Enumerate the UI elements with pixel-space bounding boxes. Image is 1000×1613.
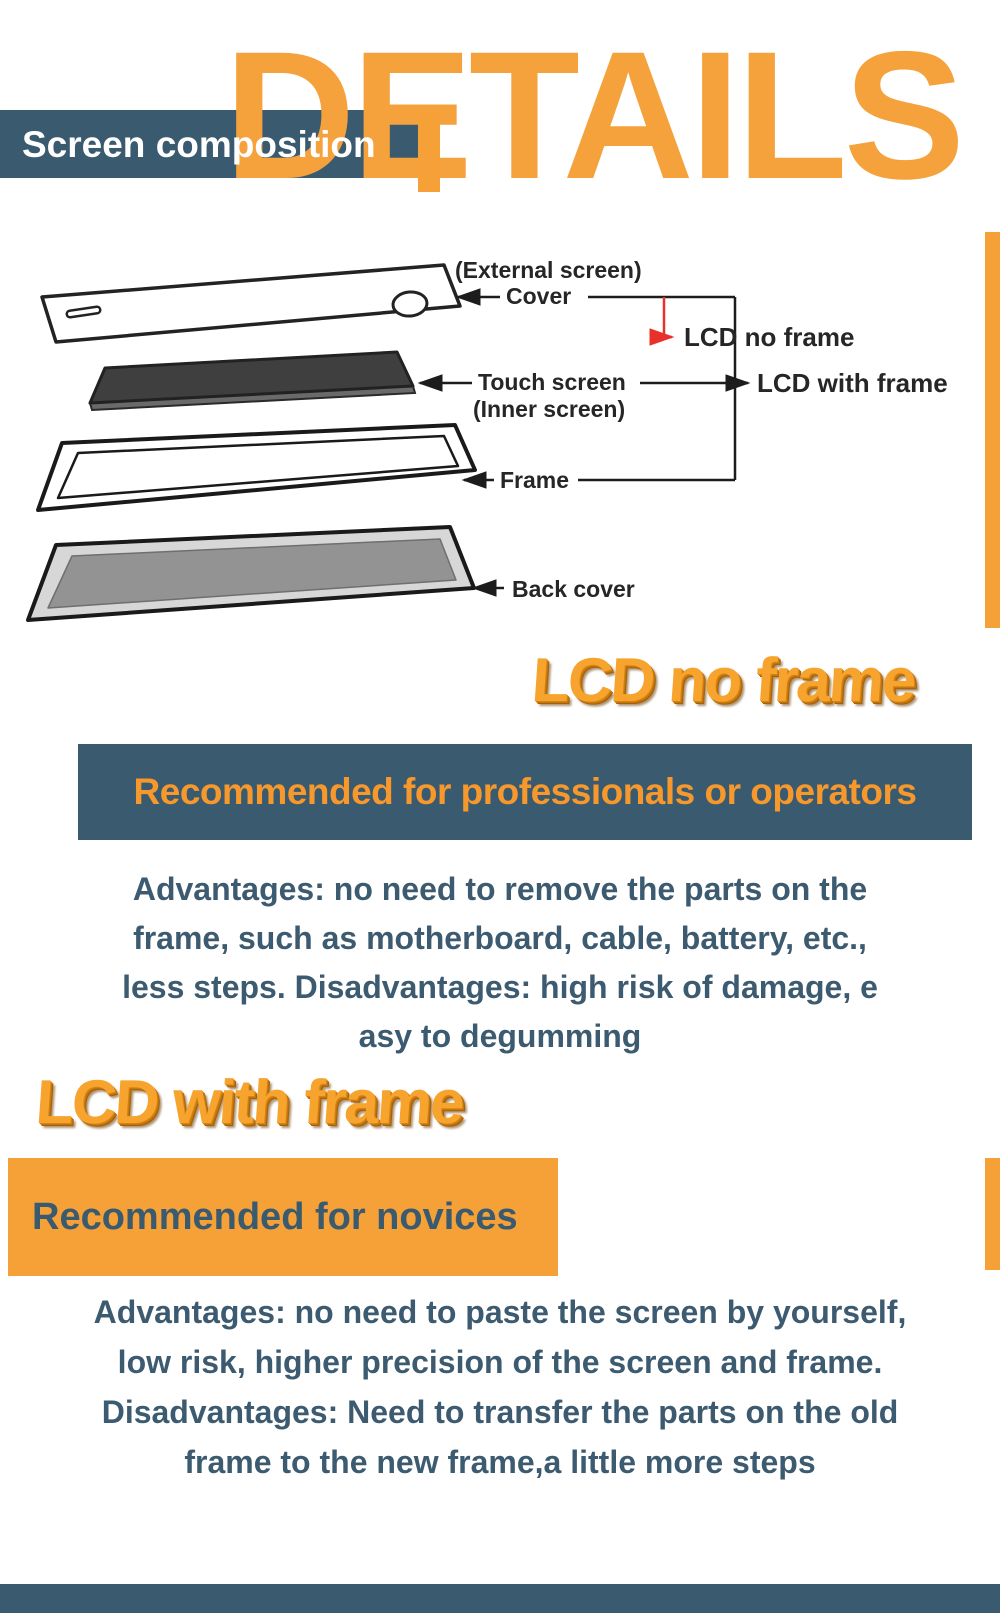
lcd-with-frame-heading: LCD with frame: [33, 1068, 466, 1137]
professionals-banner-text: Recommended for professionals or operato…: [133, 771, 917, 812]
with-frame-description-line: frame to the new frame,a little more ste…: [184, 1444, 816, 1480]
professionals-banner: Recommended for professionals or operato…: [78, 744, 972, 840]
no-frame-description-line: frame, such as motherboard, cable, batte…: [133, 920, 867, 956]
frame-label: Frame: [500, 467, 569, 493]
lcd-with-frame-label: LCD with frame: [757, 368, 948, 398]
lcd-no-frame-label: LCD no frame: [684, 322, 854, 352]
bottom-bar: [0, 1584, 1000, 1613]
frame-layer-inner: [56, 434, 460, 500]
right-edge-strip-bottom: [985, 1158, 1000, 1270]
back-cover-inner: [47, 538, 457, 609]
back-cover-label: Back cover: [512, 576, 635, 602]
no-frame-description-line: less steps. Disadvantages: high risk of …: [122, 969, 878, 1005]
cover-label: Cover: [506, 283, 571, 309]
right-edge-strip-top: [985, 232, 1000, 628]
external-screen-label: (External screen): [455, 257, 642, 283]
no-frame-description-line: asy to degumming: [358, 1018, 642, 1054]
screen-composition-diagram: (External screen) Cover Touch screen (In…: [0, 240, 980, 640]
with-frame-description-line: low risk, higher precision of the screen…: [117, 1344, 883, 1380]
with-frame-description-line: Advantages: no need to paste the screen …: [93, 1294, 907, 1330]
orange-cursor-bar: [418, 112, 440, 192]
no-frame-description-line: Advantages: no need to remove the parts …: [132, 871, 868, 907]
speaker-slot-inner: [68, 308, 99, 316]
novices-banner-text: Recommended for novices: [32, 1195, 518, 1238]
cover-layer: [40, 263, 462, 344]
touch-screen-layer: [88, 350, 415, 405]
with-frame-description-line: Disadvantages: Need to transfer the part…: [101, 1394, 899, 1430]
with-frame-description: Advantages: no need to paste the screen …: [0, 1287, 1000, 1487]
novices-banner: Recommended for novices: [8, 1158, 558, 1276]
camera-hole-icon: [391, 290, 429, 318]
inner-screen-label: (Inner screen): [473, 396, 625, 422]
touch-screen-label: Touch screen: [478, 369, 626, 395]
details-watermark: DETAILS: [224, 13, 965, 217]
page-title: Screen composition: [22, 124, 376, 165]
title-banner: [0, 110, 420, 178]
no-frame-description: Advantages: no need to remove the parts …: [0, 865, 1000, 1061]
lcd-no-frame-arrow: [649, 297, 675, 346]
lcd-no-frame-heading: LCD no frame: [529, 646, 917, 715]
